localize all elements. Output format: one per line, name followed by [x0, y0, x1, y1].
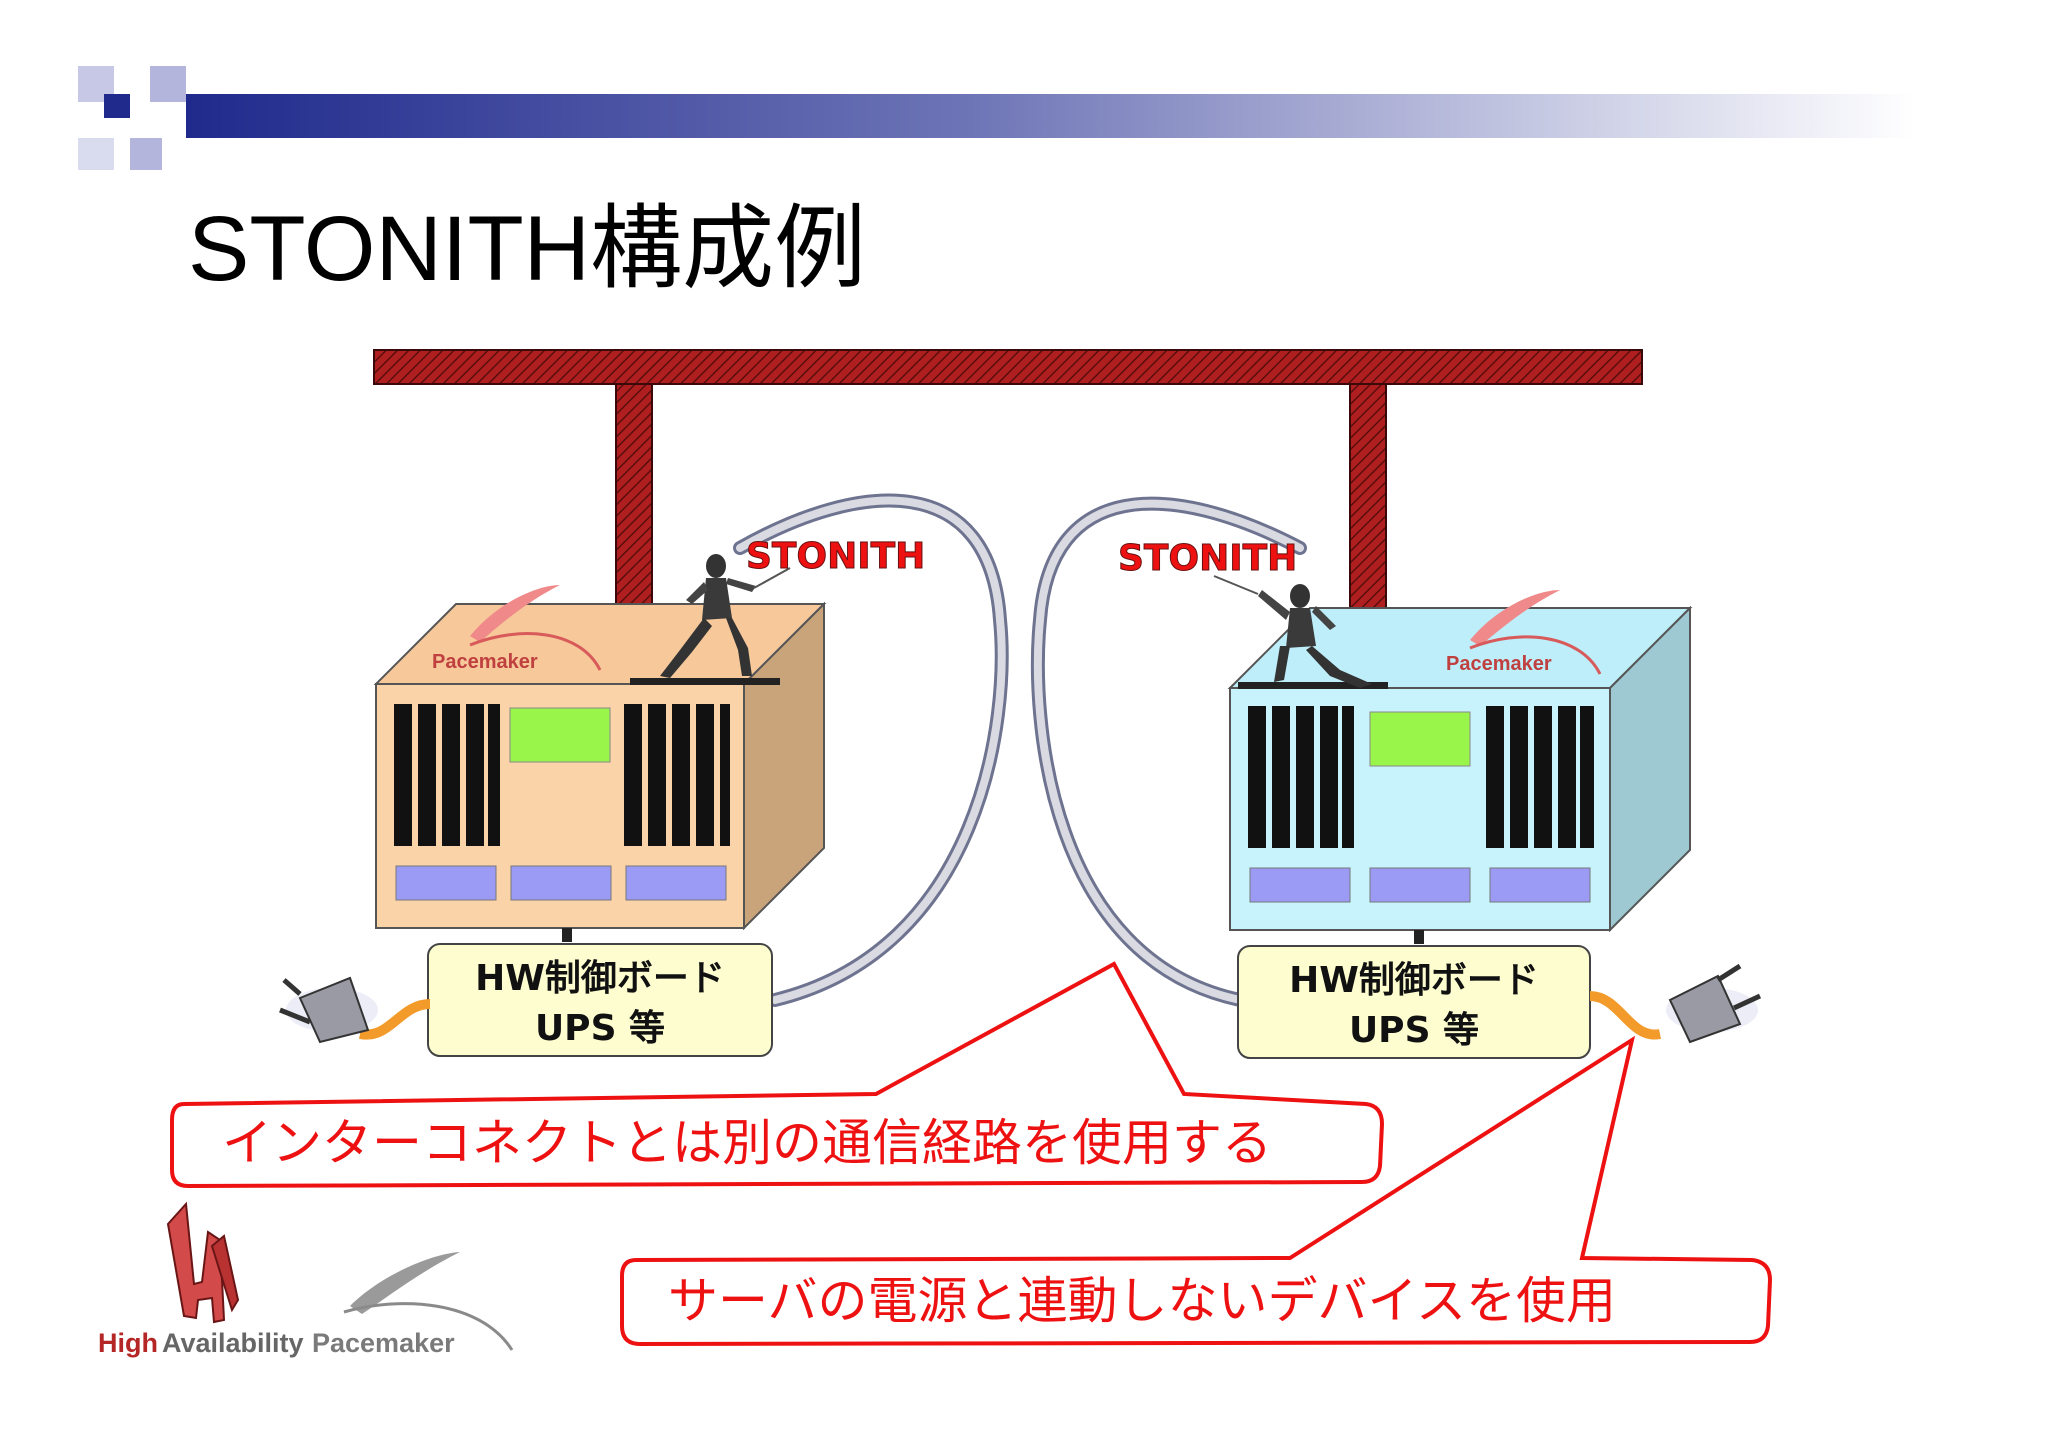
highavailability-logo: High Availability [98, 1201, 304, 1358]
stonith-label-right: STONITH [1118, 538, 1297, 579]
hw-board-left: HW制御ボード UPS 等 [427, 943, 773, 1057]
server-right-screen [1369, 711, 1471, 767]
server-left-slot-3 [625, 865, 727, 901]
server-right: Pacemaker [1227, 590, 1693, 933]
vent-bars-right-b [1486, 706, 1594, 848]
page-title: STONITH構成例 [188, 198, 866, 300]
title-decoration [78, 66, 1916, 170]
hw-board-left-line2: UPS 等 [535, 1008, 665, 1049]
hw-board-right-line2: UPS 等 [1349, 1010, 1479, 1051]
vent-bars-left-b [624, 704, 730, 846]
server-right-brand: Pacemaker [1446, 653, 1552, 675]
callout-interconnect: インターコネクトとは別の通信経路を使用する [170, 961, 1385, 1189]
hw-board-left-line1: HW制御ボード [475, 958, 725, 999]
power-plug-left-icon [279, 976, 431, 1044]
callout-power: サーバの電源と連動しないデバイスを使用 [620, 1035, 1773, 1347]
server-left-slot-1 [395, 865, 497, 901]
server-right-slot-2 [1369, 867, 1471, 903]
server-left-screen [509, 707, 611, 763]
power-plug-right-icon [1589, 963, 1762, 1044]
server-left-brand: Pacemaker [432, 651, 538, 673]
fencer-right-icon [1213, 575, 1388, 689]
network-bus [373, 349, 1643, 609]
pacemaker-feather-icon [1469, 590, 1602, 675]
vent-bars-right-a [1248, 706, 1354, 848]
server-right-slot-3 [1489, 867, 1591, 903]
server-left-slot-2 [510, 865, 612, 901]
pacemaker-logo-text: Pacemaker [312, 1328, 455, 1358]
pacemaker-logo: Pacemaker [312, 1252, 514, 1358]
stonith-cable [733, 493, 1307, 1007]
callout-interconnect-text: インターコネクトとは別の通信経路を使用する [222, 1114, 1272, 1172]
server-right-slot-1 [1249, 867, 1351, 903]
ha-logo-high: High [98, 1328, 158, 1358]
fencer-left-icon [630, 554, 791, 685]
server-left: Pacemaker [373, 585, 827, 931]
ha-logo-availability: Availability [162, 1328, 304, 1358]
stonith-label-left: STONITH [746, 536, 925, 577]
title-bar [186, 94, 1916, 138]
pacemaker-feather-icon [469, 585, 602, 671]
callout-power-text: サーバの電源と連動しないデバイスを使用 [668, 1272, 1616, 1330]
hw-board-right-line1: HW制御ボード [1289, 960, 1539, 1001]
vent-bars-left-a [394, 704, 500, 846]
hw-board-right: HW制御ボード UPS 等 [1237, 945, 1591, 1059]
